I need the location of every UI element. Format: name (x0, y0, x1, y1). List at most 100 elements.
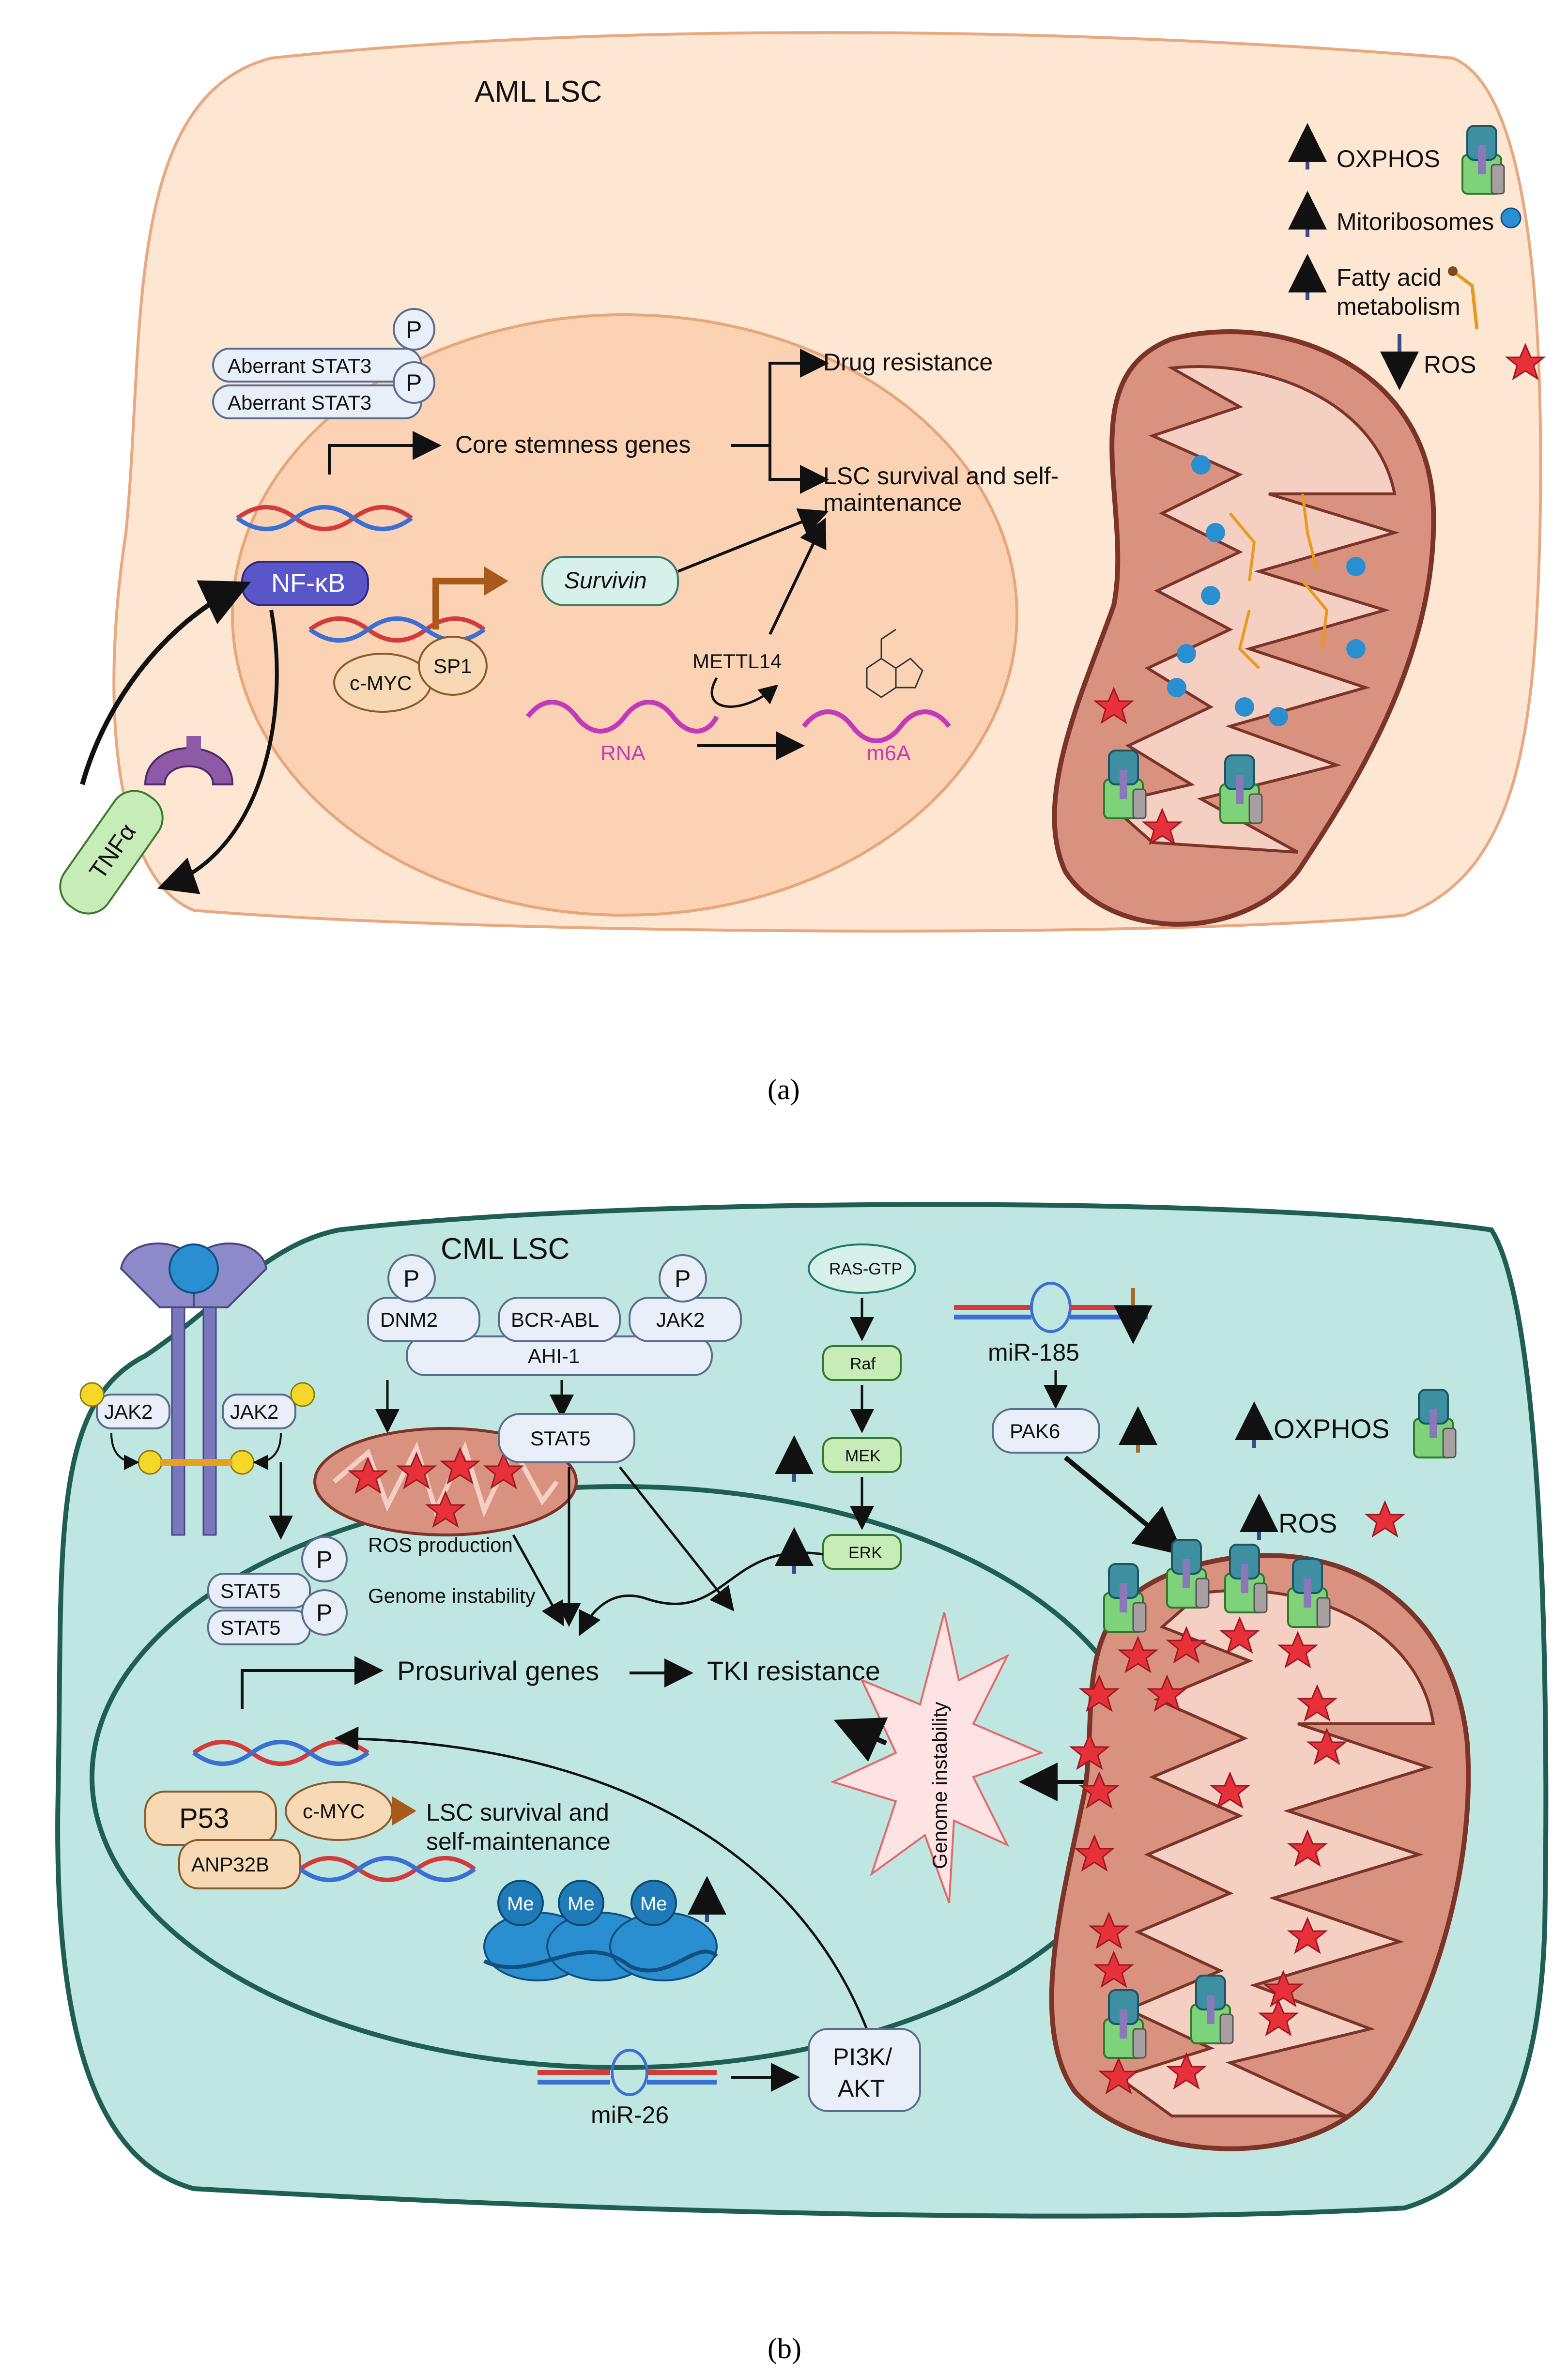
raf-box (822, 1345, 902, 1381)
me-label: Me (568, 1893, 595, 1915)
stat5-top-label: STAT5 (530, 1427, 590, 1450)
phospho-label: P (406, 369, 422, 397)
lsc-survival-b-line1: LSC survival and (426, 1799, 609, 1826)
genome-instability-label: Genome instability (368, 1584, 536, 1607)
fatty-acid-icon (1301, 580, 1329, 649)
phospho-badge (393, 361, 435, 404)
tnf-receptor-icon (144, 747, 234, 785)
erk-label: ERK (848, 1544, 882, 1562)
arrow-core-branch-2 (769, 445, 829, 494)
fatty-acid-icon (1238, 610, 1261, 670)
cml-cell-title: CML LSC (441, 1232, 569, 1266)
arrow-dna-prosurv (241, 1656, 384, 1709)
pi3k-box (808, 2028, 921, 2112)
ros-production-label: ROS production (368, 1534, 513, 1556)
rna-label: RNA (600, 741, 646, 765)
erk-box (822, 1534, 902, 1570)
anp32b-label: ANP32B (191, 1853, 269, 1876)
caption-b: (b) (768, 2332, 801, 2364)
mitoribosome-icon (1201, 586, 1220, 605)
lsc-survival-line1: LSC survival and self- (823, 462, 1059, 490)
arrow-mettl14-curve (710, 677, 779, 708)
aml-legend: OXPHOS Mitoribosomes Fatty acid metaboli… (1288, 123, 1545, 390)
phospho-badge (230, 1450, 255, 1475)
core-stemness-genes: Core stemness genes (455, 431, 691, 458)
cml-mitochondrion (1049, 1539, 1471, 2151)
phospho-badge (301, 1589, 348, 1636)
arrow-mettl14 (769, 518, 827, 635)
mir185-label: miR-185 (988, 1339, 1079, 1366)
mitoribosome-icon (1269, 707, 1288, 726)
sp1-label: SP1 (433, 655, 472, 677)
panel-a: AML LSC Aberrant STAT3 Aberrant STAT3 P … (59, 31, 1545, 1105)
arrow-erk-prosurv (579, 1551, 824, 1636)
methylated-nucleosomes: Me Me Me (483, 1880, 718, 1981)
mito-cristae (1106, 365, 1400, 854)
mek-box (822, 1437, 902, 1473)
ahi1-label: AHI-1 (528, 1345, 580, 1367)
methyl-mark-icon (497, 1880, 544, 1926)
lsc-survival-b-line2: self-maintenance (426, 1828, 611, 1855)
phospho-badge (290, 1382, 315, 1407)
phospho-label: P (316, 1546, 332, 1573)
mir26-hairpin (538, 2049, 717, 2096)
phospho-label: P (316, 1599, 332, 1626)
genome-instability-burst-label: Genome instability (928, 1702, 951, 1870)
dnm2-label: DNM2 (380, 1308, 438, 1331)
legend-fatty-acid: Fatty acid (1337, 264, 1442, 291)
jak2-top-label: JAK2 (656, 1308, 705, 1331)
stat3-dimer: Aberrant STAT3 Aberrant STAT3 P P (212, 308, 435, 419)
phospho-badge (79, 1382, 105, 1407)
phospho-label: P (675, 1265, 691, 1292)
fatty-acid-icon (1301, 493, 1319, 572)
mitoribosome-icon (1346, 639, 1366, 659)
mitoribosome-icon (1235, 697, 1254, 717)
phospho-label: P (403, 1265, 419, 1292)
stat5-a-box (207, 1573, 311, 1609)
jak2-right-label: JAK2 (230, 1400, 278, 1423)
legend-oxphos: OXPHOS (1337, 145, 1440, 172)
prosurvival-genes: Prosurival genes (397, 1656, 599, 1686)
cytokine-ligand-icon (169, 1243, 219, 1294)
anp32b-box (178, 1839, 301, 1889)
cmyc-label: c-MYC (303, 1800, 365, 1823)
caption-a: (a) (768, 1073, 800, 1105)
cmyc-arrowhead (392, 1796, 416, 1825)
ras-gtp-oval (808, 1243, 916, 1294)
m6a-strand (802, 709, 951, 743)
mitoribosome-icon (1177, 644, 1196, 663)
fatty-acid-head-icon (1448, 266, 1458, 276)
arrow-jak2-right (253, 1433, 282, 1470)
aml-mitochondrion (1052, 329, 1436, 927)
mitoribosome-icon (1167, 678, 1186, 697)
transcription-arrowhead (484, 567, 508, 596)
mettl14-label: METTL14 (692, 650, 782, 673)
arrow-burst-nucleus (833, 1717, 888, 1762)
pak6-box (992, 1408, 1100, 1454)
stat5-b-label: STAT5 (220, 1616, 280, 1639)
mir26-label: miR-26 (591, 2101, 669, 2129)
me-label: Me (507, 1893, 534, 1915)
arrow-pi3k-dna (334, 1726, 883, 2073)
lsc-survival-line2: maintenance (823, 489, 962, 516)
bcr-abl-label: BCR-ABL (511, 1308, 599, 1331)
oxphos-label: OXPHOS (1274, 1413, 1390, 1444)
nfkb-label: NF-κB (271, 568, 345, 598)
jak2-left-label: JAK2 (104, 1400, 153, 1423)
rna-strand (526, 700, 719, 734)
mek-label: MEK (845, 1447, 881, 1465)
survivin-box (541, 556, 679, 606)
mitoribosome-icon (1191, 455, 1211, 475)
arrow-survivin (677, 508, 829, 573)
phospho-badge (301, 1536, 348, 1582)
methyl-mark-icon (630, 1880, 677, 1926)
phospho-badge (387, 1254, 436, 1303)
ros-label: ROS (1278, 1508, 1337, 1538)
arrow-core-branch (731, 349, 829, 447)
arrow-stat5-tki (619, 1466, 735, 1611)
cmyc-label: c-MYC (350, 672, 412, 694)
stat3-bottom-label: Aberrant STAT3 (228, 391, 371, 414)
jak2-left-box (96, 1394, 170, 1429)
survivin-label: Survivin (564, 568, 647, 594)
